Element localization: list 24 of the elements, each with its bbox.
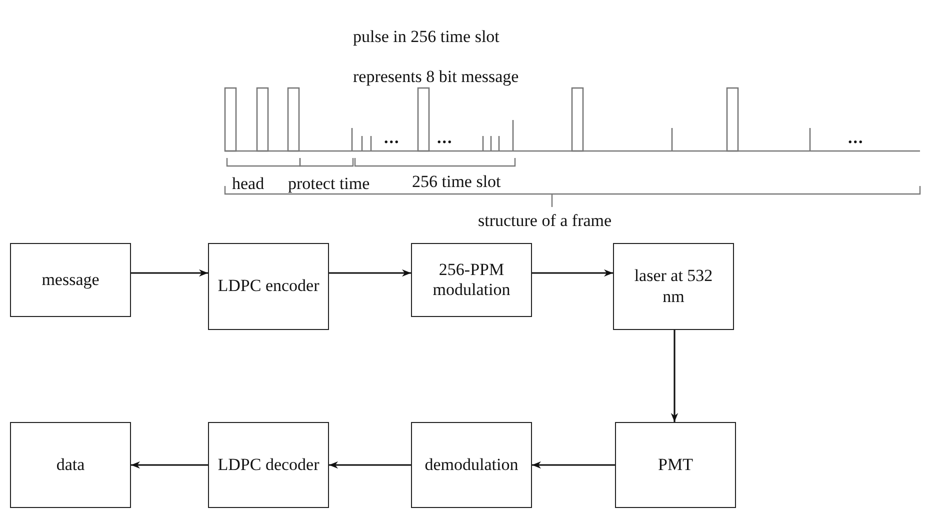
process-box: demodulation <box>411 422 532 508</box>
arrow <box>670 330 678 422</box>
process-box: 256-PPM modulation <box>411 243 532 317</box>
arrow <box>131 269 208 277</box>
ellipsis: ... <box>437 128 453 148</box>
arrow <box>329 461 411 469</box>
title-text: pulse in 256 time slot <box>353 27 500 47</box>
arrow <box>329 269 411 277</box>
process-box: message <box>10 243 131 317</box>
bracket-label: protect time <box>288 174 370 194</box>
arrow <box>532 269 613 277</box>
process-box: laser at 532 nm <box>613 243 734 330</box>
bracket-label: structure of a frame <box>478 211 612 231</box>
bracket-label: 256 time slot <box>412 172 501 192</box>
ellipsis: ... <box>848 128 864 148</box>
process-box: LDPC encoder <box>208 243 329 330</box>
ellipsis: ... <box>384 128 400 148</box>
bracket-label: head <box>232 174 264 194</box>
arrow <box>532 461 615 469</box>
process-box: PMT <box>615 422 736 508</box>
subtitle-text: represents 8 bit message <box>353 67 519 87</box>
process-box: LDPC decoder <box>208 422 329 508</box>
process-box: data <box>10 422 131 508</box>
arrow <box>131 461 208 469</box>
